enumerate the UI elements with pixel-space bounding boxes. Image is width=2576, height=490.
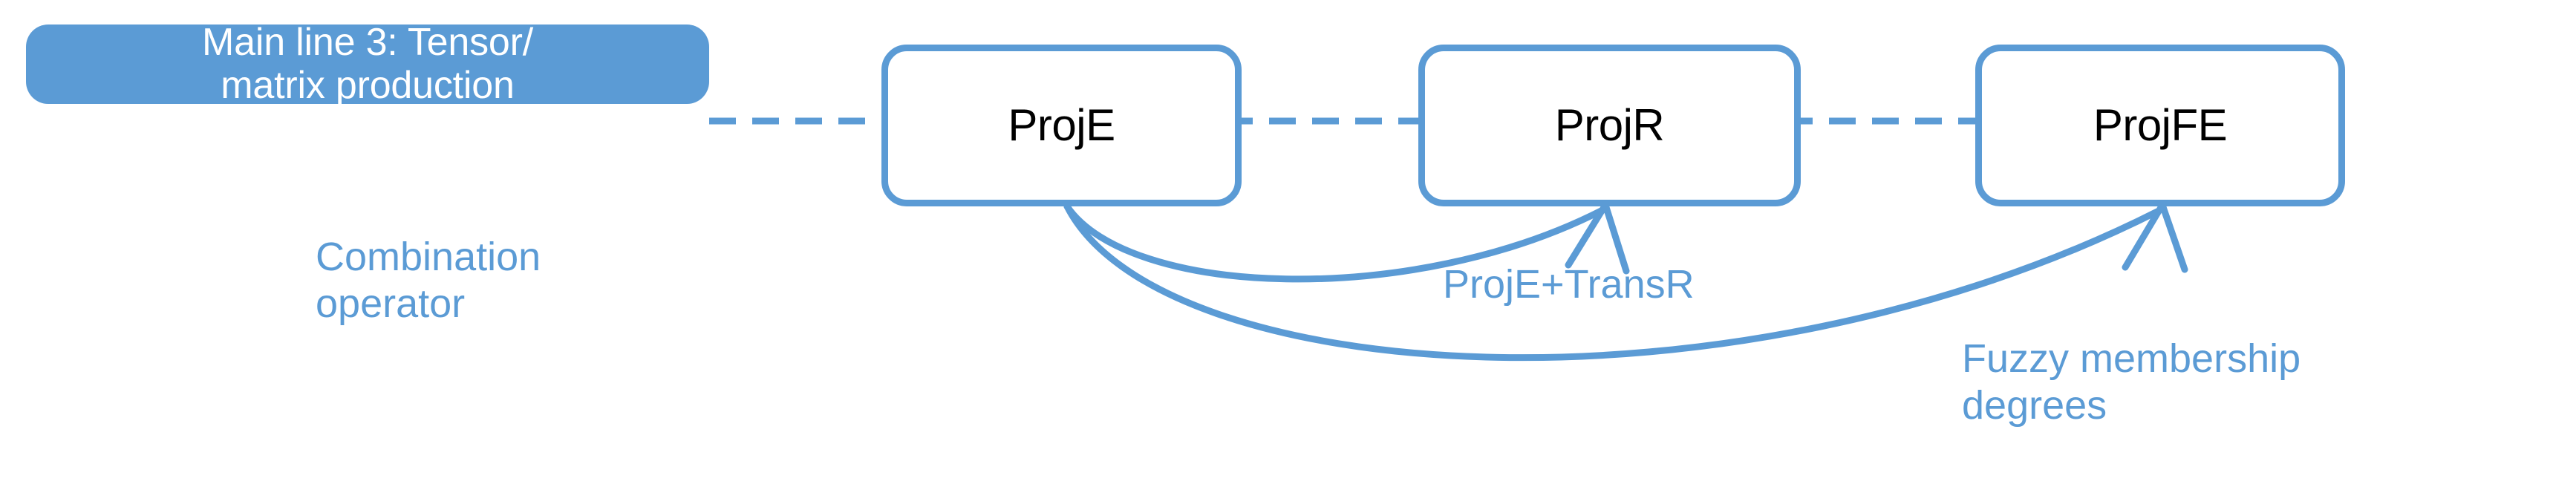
arrowhead-projfe <box>2122 201 2188 273</box>
annotation-proje-plus-transr: ProjE+TransR <box>1443 262 1695 307</box>
node-label-projfe: ProjFE <box>2093 100 2228 150</box>
main-line-banner-label: Main line 3: Tensor/ matrix production <box>202 21 533 107</box>
main-line-banner[interactable]: Main line 3: Tensor/ matrix production <box>26 21 709 107</box>
node-label-projr: ProjR <box>1554 100 1665 150</box>
node-label-proje: ProjE <box>1008 100 1115 150</box>
node-box-proje[interactable]: ProjE <box>881 45 1242 206</box>
annotation-fuzzy-membership-degrees: Fuzzy membership degrees <box>1962 336 2301 428</box>
node-box-projr[interactable]: ProjR <box>1418 45 1801 206</box>
annotation-combination-operator: Combination operator <box>316 235 541 326</box>
node-box-projfe[interactable]: ProjFE <box>1975 45 2345 206</box>
